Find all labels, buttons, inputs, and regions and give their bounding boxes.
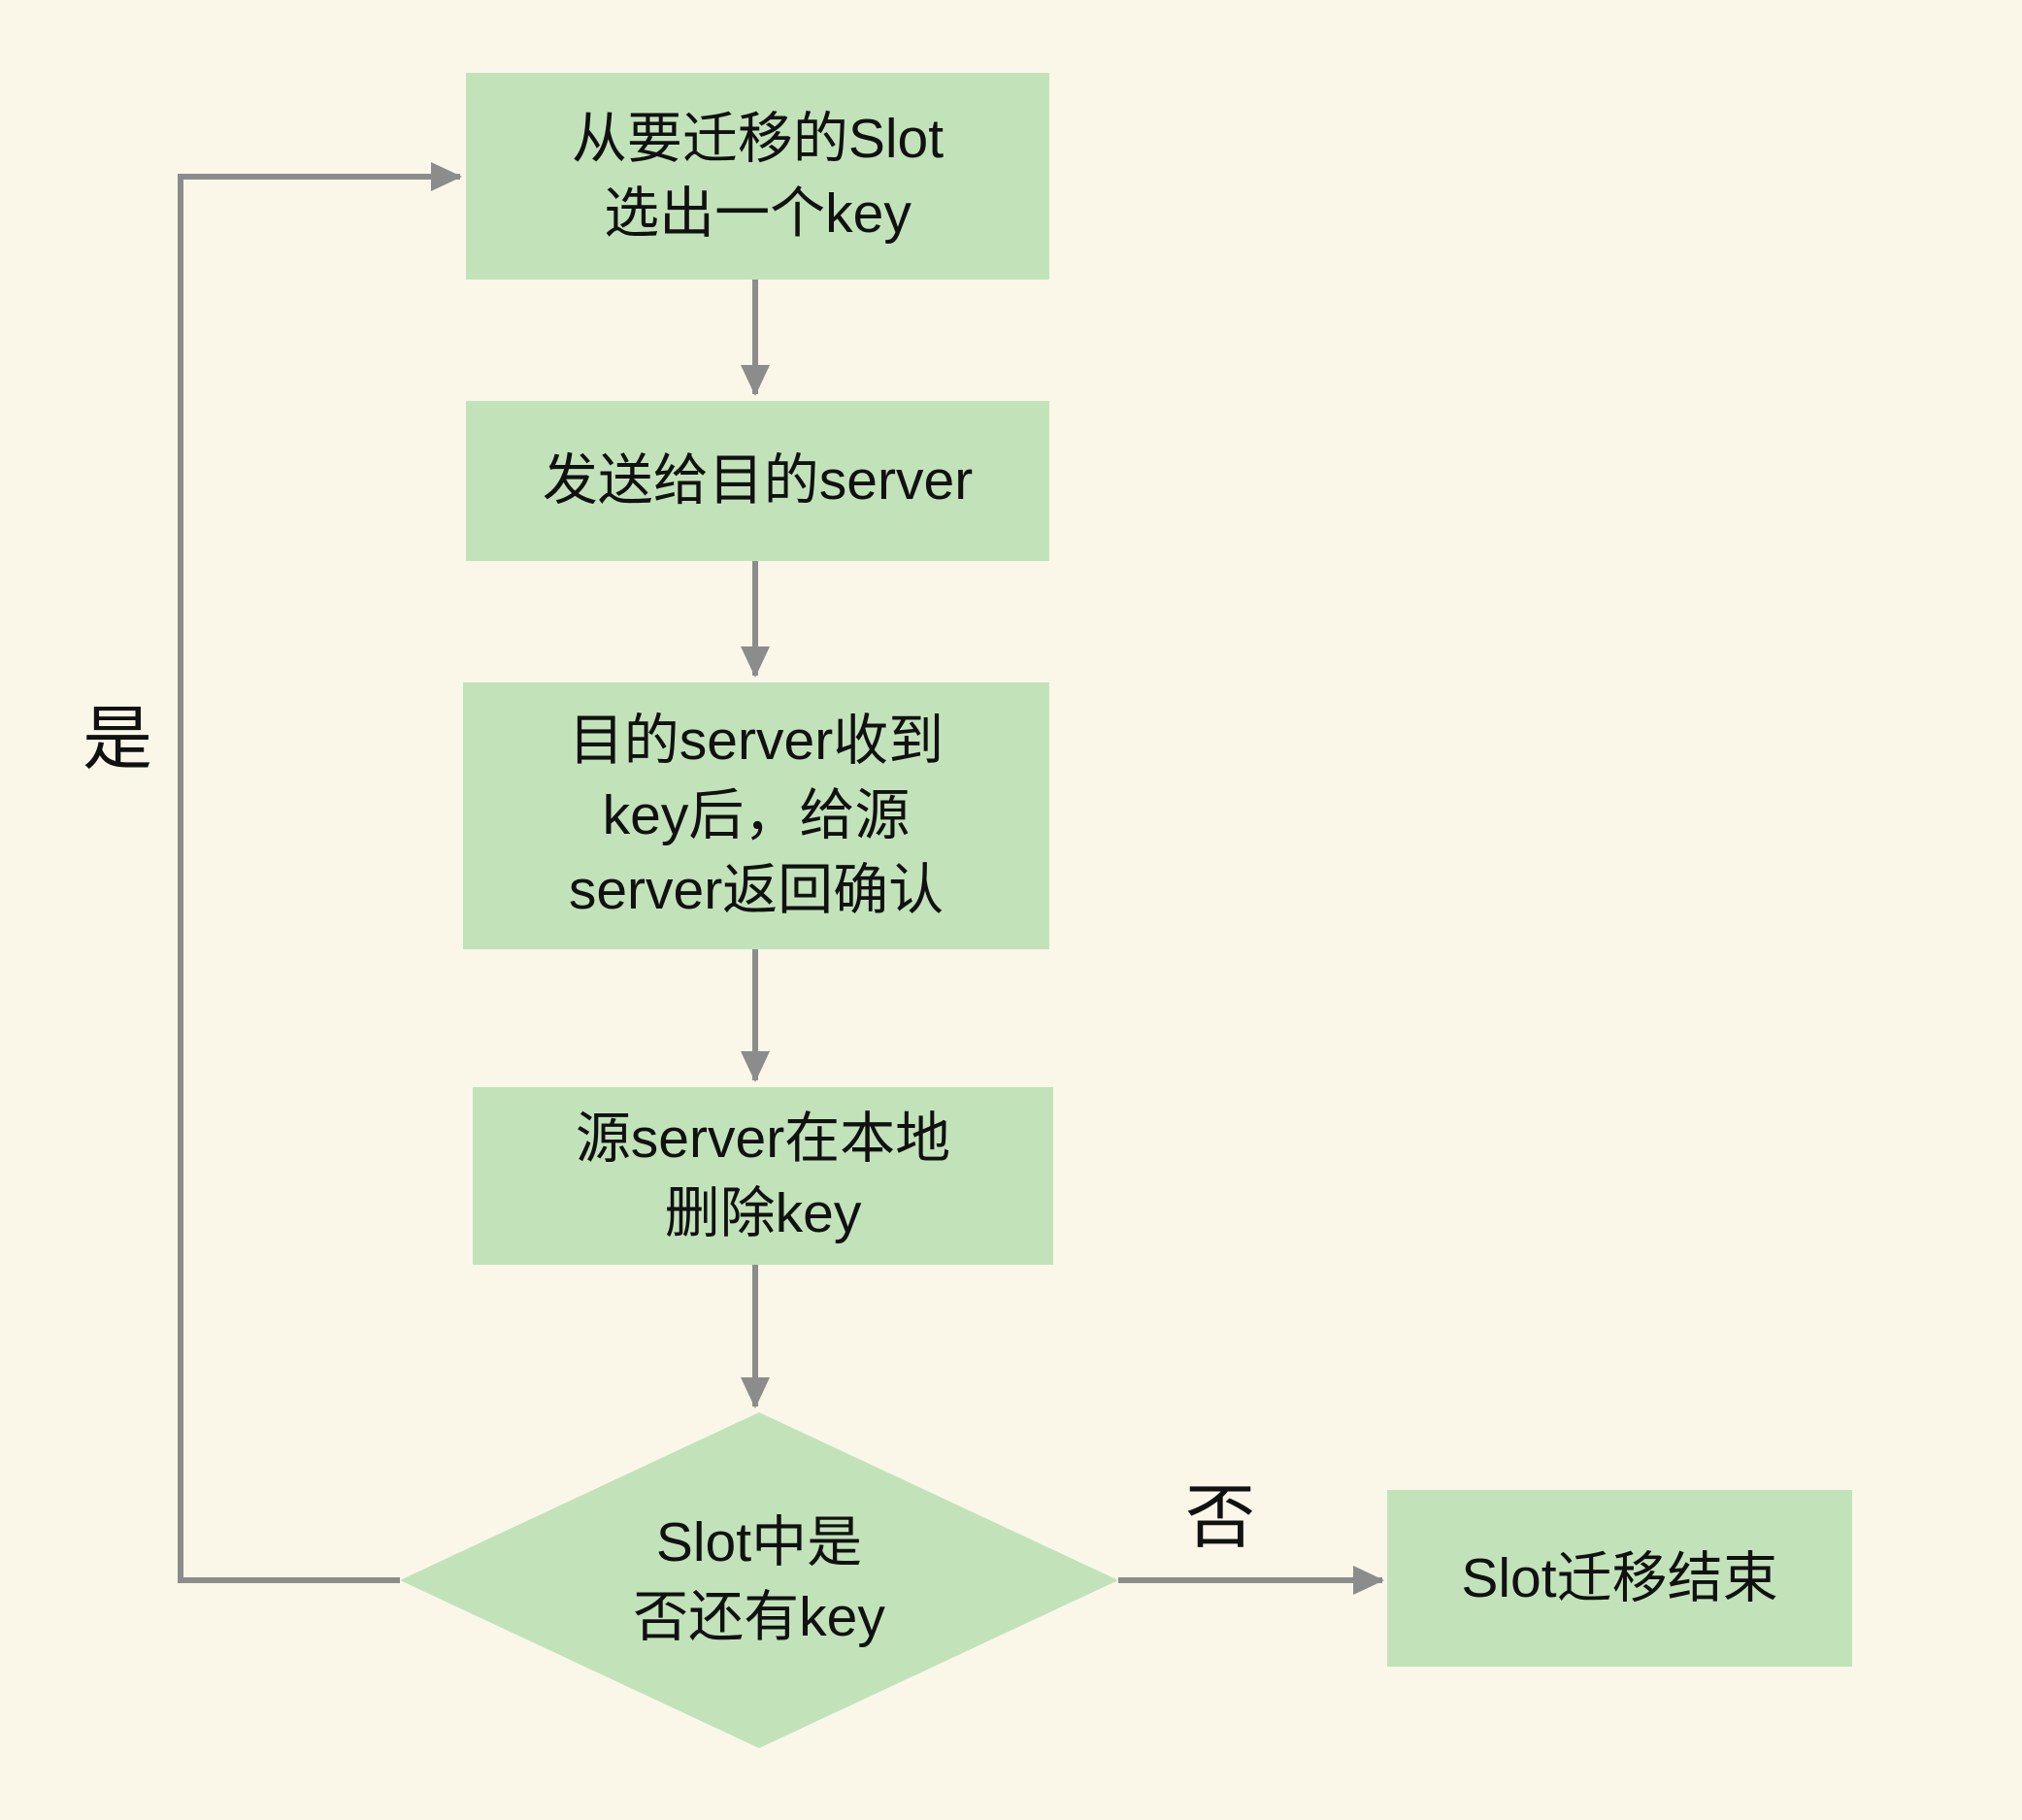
node-text-line: key后，给源 — [602, 784, 911, 847]
node-text-line: 发送给目的server — [542, 449, 974, 513]
node-text-line: Slot迁移结束 — [1461, 1546, 1778, 1609]
node-text-line: 选出一个key — [604, 182, 912, 245]
node-text-line: 否还有key — [633, 1586, 885, 1648]
node-text-line: 删除key — [664, 1181, 862, 1244]
node-dest-ack: 目的server收到 key后，给源 server返回确认 — [463, 682, 1049, 949]
edge-label-no: 否 — [1185, 1479, 1256, 1557]
node-text-line: 从要迁移的Slot — [571, 107, 945, 170]
node-send-to-dest: 发送给目的server — [466, 401, 1049, 561]
arrow-loop-yes — [178, 162, 462, 1583]
node-text-line: server返回确认 — [568, 858, 945, 921]
node-text-line: 目的server收到 — [568, 710, 945, 773]
node-migration-done: Slot迁移结束 — [1387, 1490, 1852, 1667]
node-text-line: Slot中是 — [655, 1511, 863, 1574]
node-text-line: 源server在本地 — [575, 1107, 951, 1170]
edge-label-yes: 是 — [83, 701, 153, 778]
node-select-key: 从要迁移的Slot 选出一个key — [466, 73, 1049, 280]
node-delete-key: 源server在本地 删除key — [473, 1087, 1053, 1265]
decision-has-key: Slot中是 否还有key — [400, 1412, 1118, 1748]
